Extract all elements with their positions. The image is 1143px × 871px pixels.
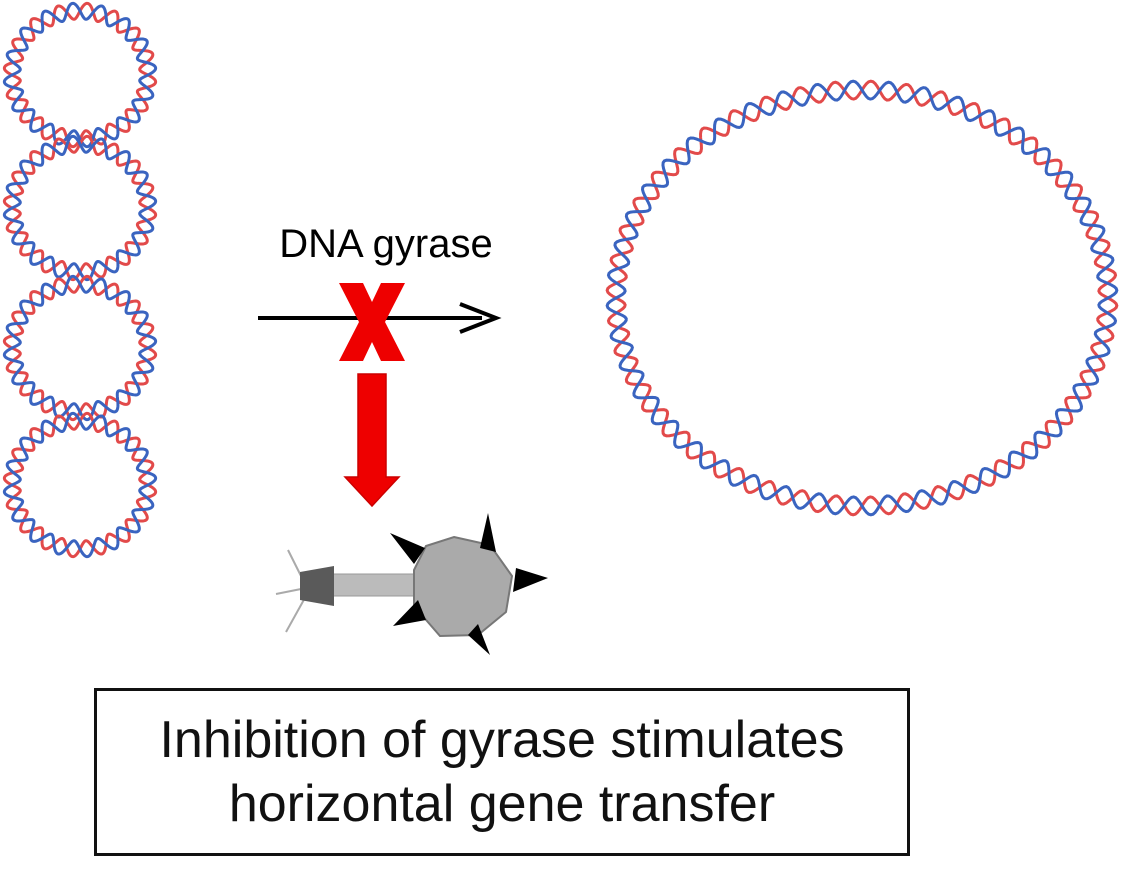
red-strand [2,134,158,282]
red-strand [2,274,158,422]
relaxed-dna-icon [605,79,1119,517]
blue-strand [2,134,158,282]
supercoil-loop-4 [2,411,158,559]
supercoil-loop-2 [2,134,158,282]
red-strand [2,411,158,559]
caption-text: Inhibition of gyrase stimulates horizont… [159,711,845,833]
blue-strand [2,411,158,559]
bacteriophage-icon [275,513,548,655]
red-strand [605,79,1119,517]
red-x-icon [339,283,405,361]
supercoil-loop-1 [2,1,158,149]
red-strand [2,1,158,149]
blue-strand [2,274,158,422]
blue-strand [605,79,1119,517]
supercoil-loop-3 [2,274,158,422]
caption-box: Inhibition of gyrase stimulates horizont… [94,688,910,856]
blue-strand [2,1,158,149]
enzyme-label: DNA gyrase [279,222,493,266]
supercoiled-dna-icon [2,1,158,559]
stimulation-arrow [343,373,401,508]
relaxed-circle [605,79,1119,517]
